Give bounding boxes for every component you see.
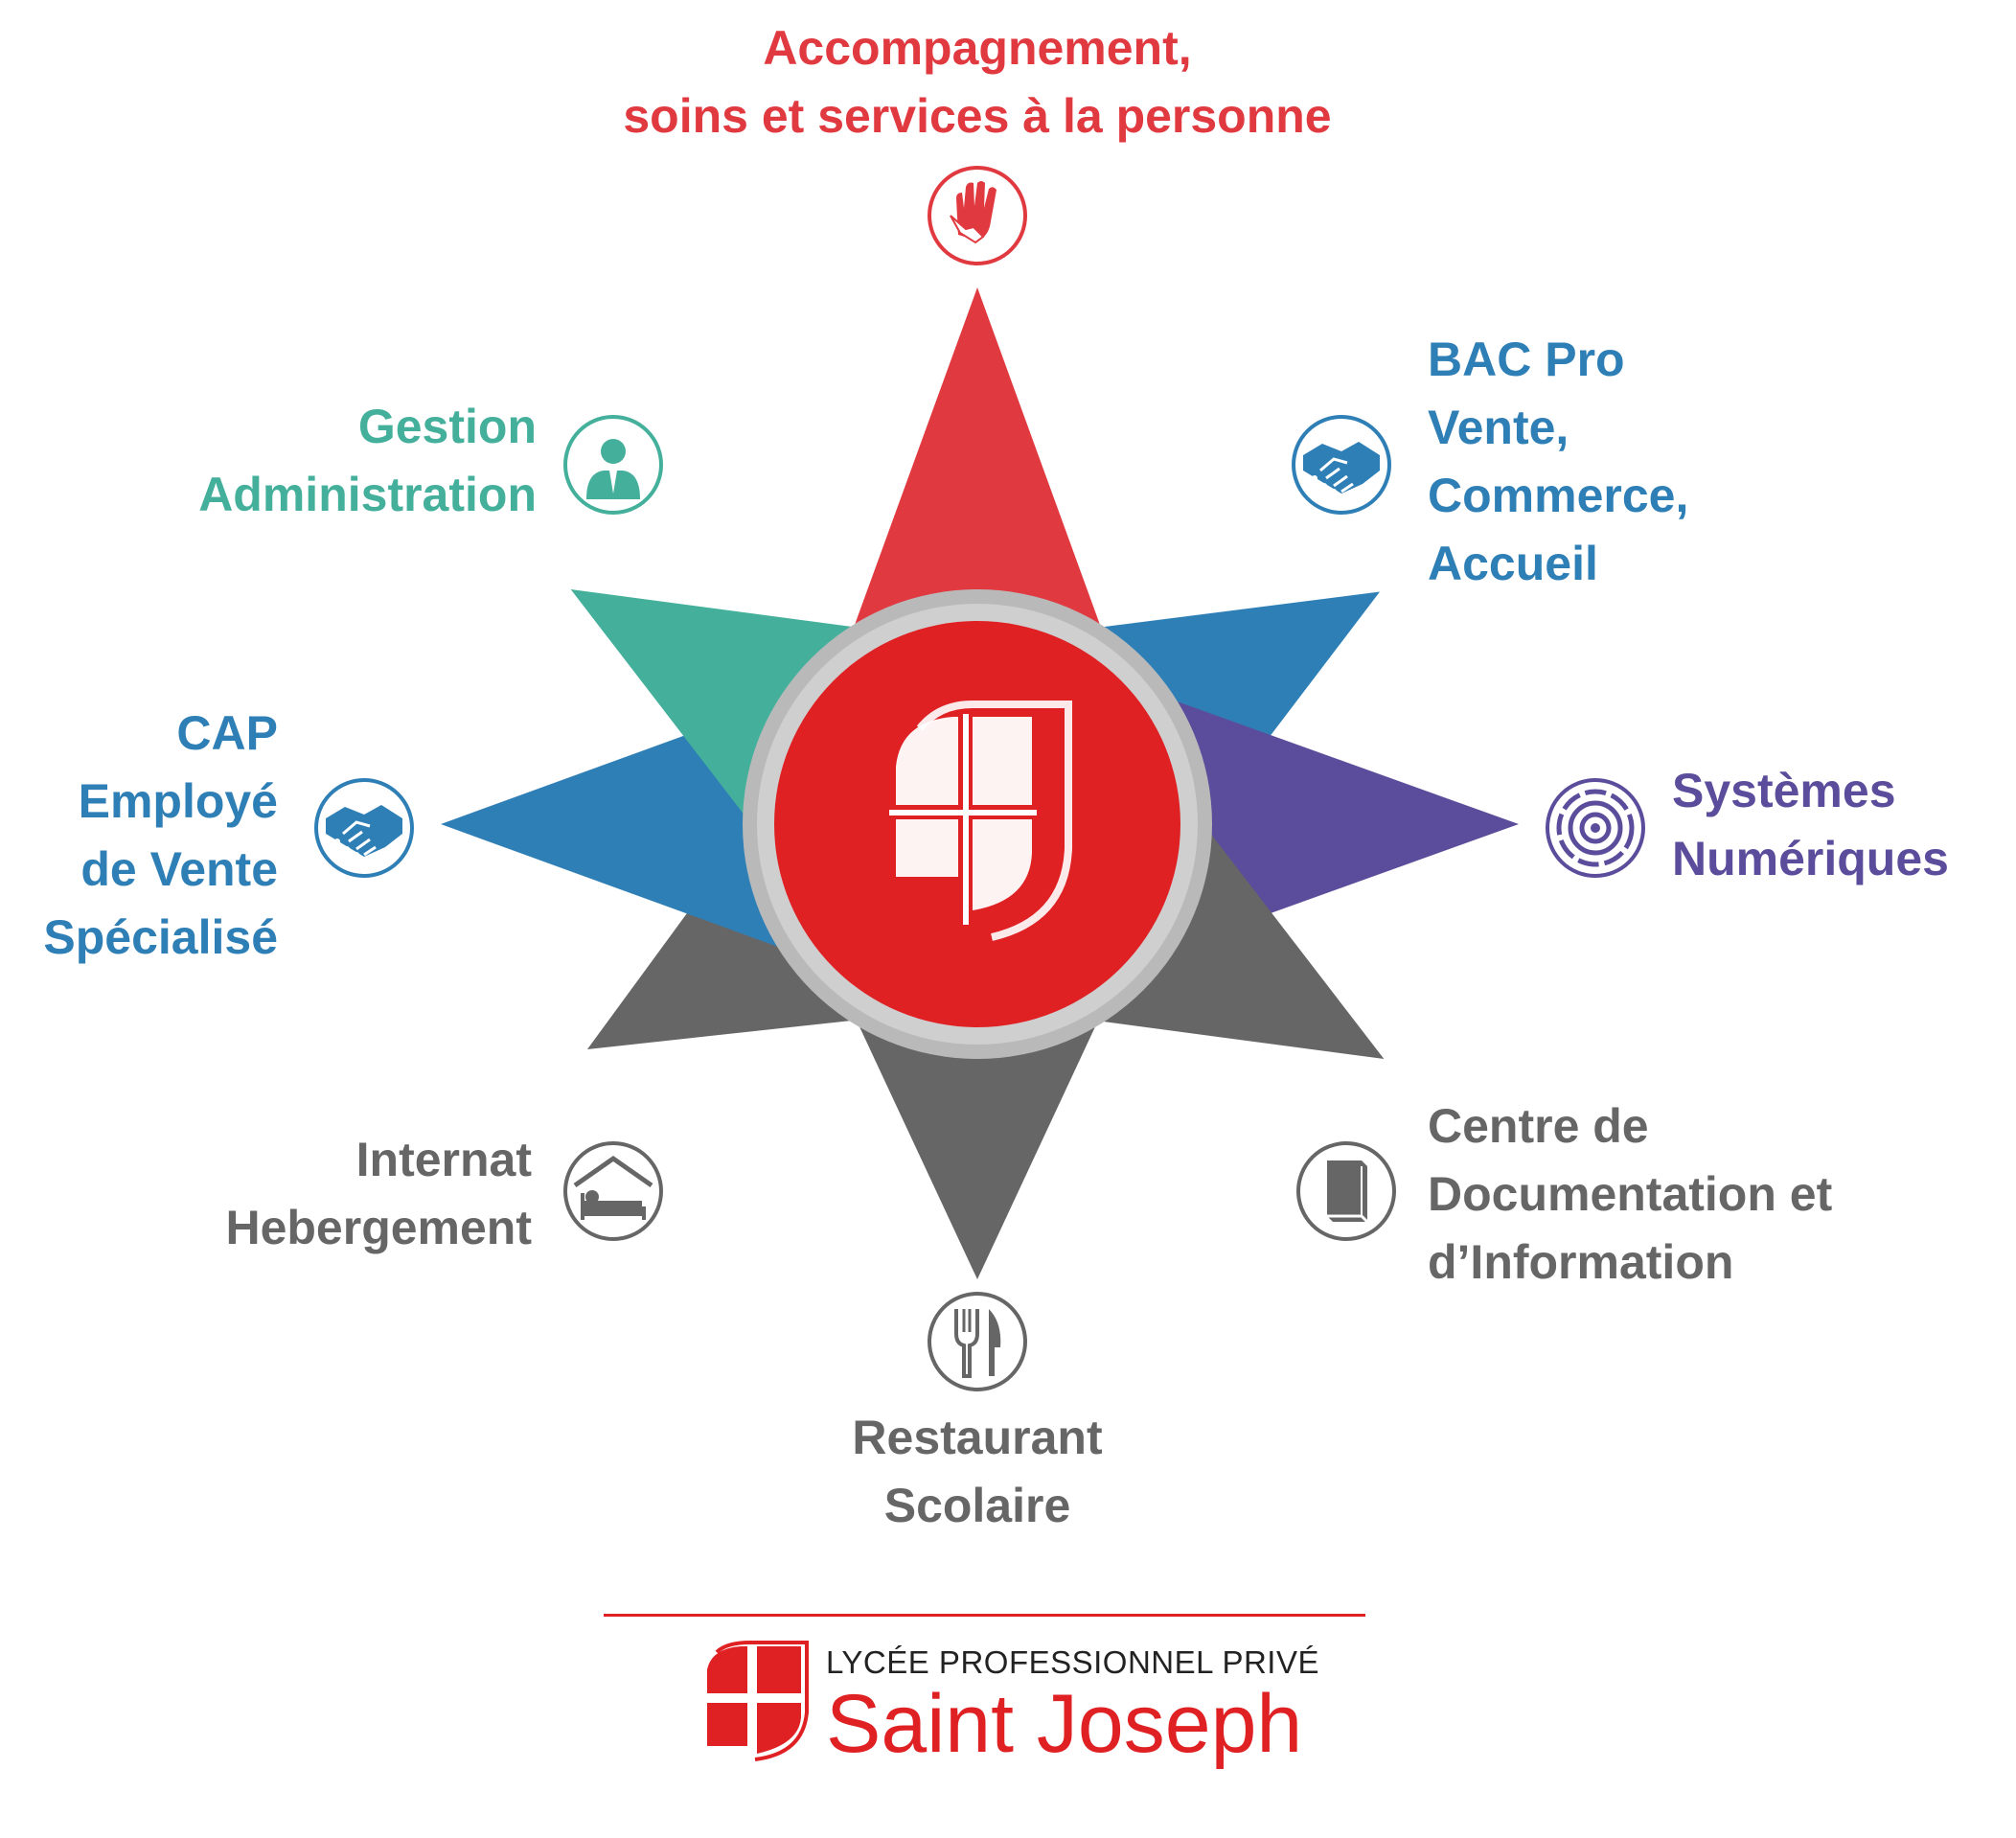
label-line: Scolaire	[883, 1479, 1071, 1532]
label-line: Internat	[355, 1133, 532, 1186]
footer-logo-icon	[707, 1641, 809, 1761]
target-circuit-icon	[1546, 778, 1645, 878]
handshake-icon	[1292, 415, 1391, 515]
fork-knife-icon	[928, 1292, 1027, 1391]
footer-school-name: Saint Joseph	[826, 1678, 1303, 1770]
label-line: Centre de	[1428, 1099, 1649, 1153]
label-line: Commerce,	[1428, 469, 1689, 522]
bed-icon	[563, 1141, 663, 1241]
footer-logo-text: LYCÉE PROFESSIONNEL PRIVÉ Saint Joseph	[826, 1644, 1319, 1767]
footer-school-type: LYCÉE PROFESSIONNEL PRIVÉ	[826, 1644, 1319, 1680]
label-accompagnement: Accompagnement, soins et services à la pe…	[498, 14, 1456, 150]
label-line: Numériques	[1672, 832, 1949, 885]
label-line: Documentation et	[1428, 1167, 1833, 1221]
label-line: d’Information	[1428, 1235, 1734, 1289]
label-line: Accompagnement,	[763, 21, 1192, 75]
label-line: Hebergement	[225, 1201, 532, 1254]
label-line: Gestion	[357, 400, 537, 453]
label-line: BAC Pro	[1428, 333, 1625, 386]
book-icon	[1296, 1141, 1396, 1241]
label-line: Restaurant	[852, 1411, 1103, 1464]
label-line: Spécialisé	[43, 910, 278, 964]
helping-hand-icon	[928, 166, 1027, 265]
label-line: Employé	[78, 774, 278, 828]
label-line: CAP	[176, 706, 278, 760]
label-line: Vente,	[1428, 401, 1569, 454]
label-line: de Vente	[80, 842, 278, 896]
label-line: soins et services à la personne	[623, 89, 1332, 143]
label-line: Systèmes	[1672, 764, 1896, 817]
footer-divider	[604, 1614, 1365, 1617]
label-line: Administration	[198, 468, 537, 521]
businessman-icon	[563, 415, 663, 515]
label-cdi: Centre de Documentation et d’Information	[1428, 1092, 1832, 1297]
handshake-icon	[314, 778, 414, 878]
center-logo-icon	[889, 701, 1072, 941]
label-line: Accueil	[1428, 537, 1598, 590]
branch-icons	[314, 166, 1645, 1391]
